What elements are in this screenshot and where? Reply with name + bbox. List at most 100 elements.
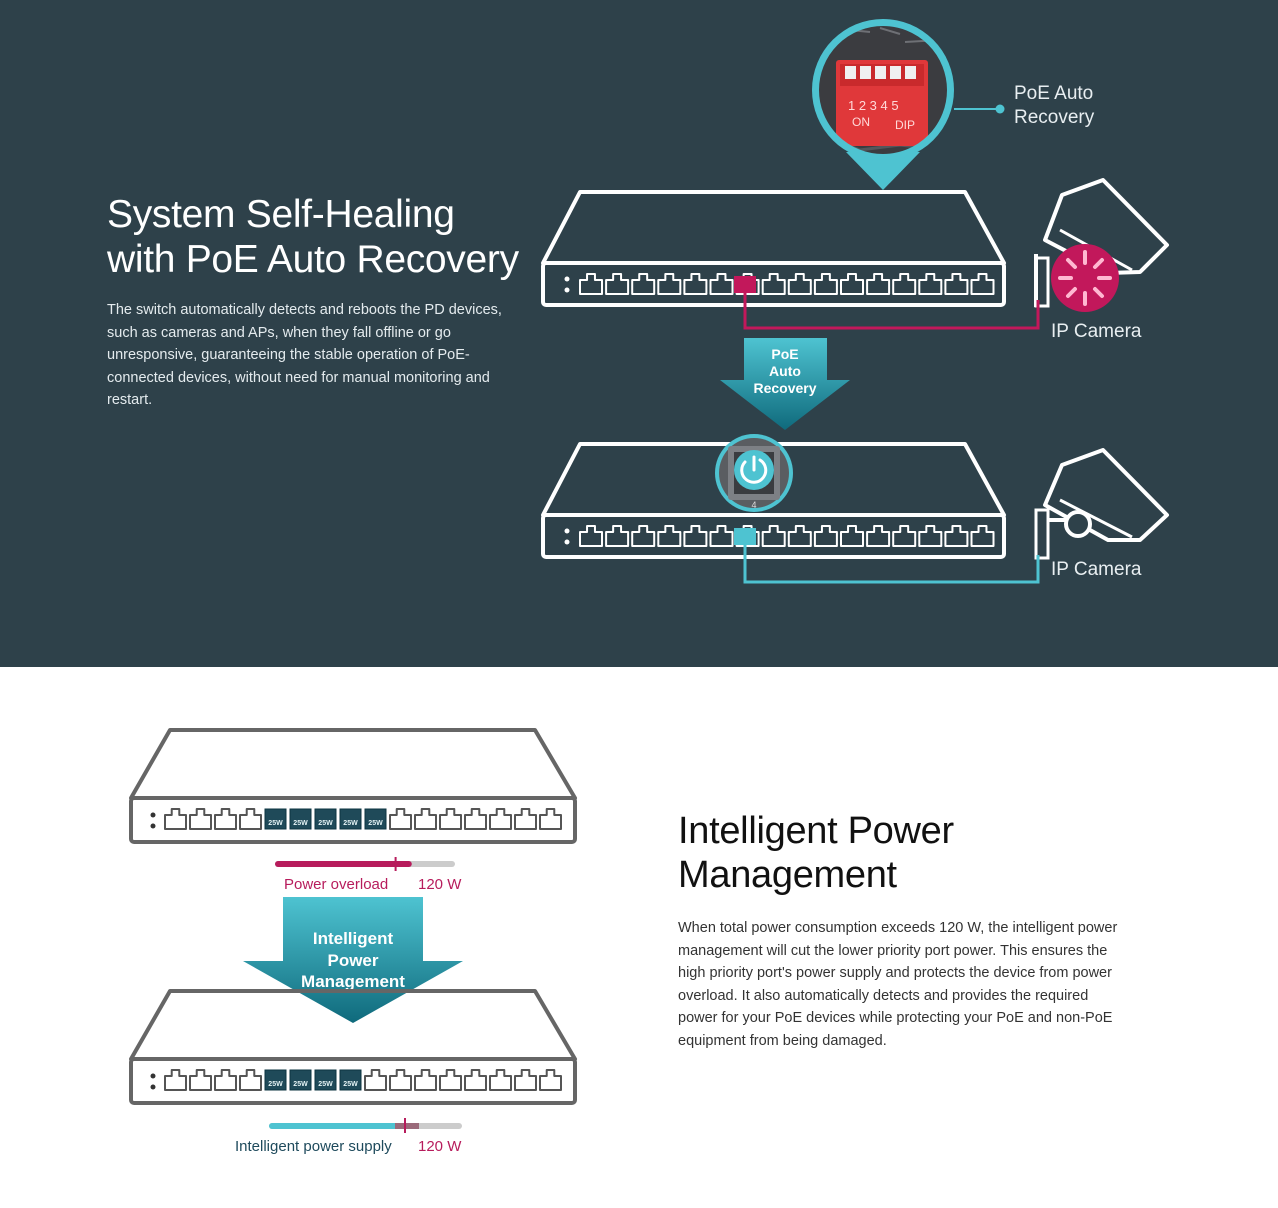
switch-port xyxy=(164,1069,187,1091)
poe-port-25w xyxy=(314,1069,337,1091)
arrow-line1: Intelligent xyxy=(313,929,394,948)
switch-port xyxy=(631,273,656,295)
switch-port xyxy=(892,525,917,547)
switch-port xyxy=(605,525,630,547)
poe-port-25w xyxy=(339,808,362,830)
arrow-line1: PoE xyxy=(771,346,798,362)
callout-dot xyxy=(995,104,1005,114)
dip-callout-line1: PoE Auto xyxy=(1014,83,1093,104)
switch-port xyxy=(709,525,734,547)
switch-port xyxy=(439,808,462,830)
ok-link xyxy=(743,545,1040,584)
dip-switch-magnifier: 1 2 3 4 5 ON DIP xyxy=(812,19,954,190)
power-restart-icon xyxy=(740,458,768,484)
switch-port xyxy=(918,525,943,547)
overload-value: 120 W xyxy=(418,876,462,893)
power-overload-bar xyxy=(275,857,455,871)
switch-port xyxy=(866,273,891,295)
switch-port xyxy=(389,808,412,830)
dip-numbers: 1 2 3 4 5 xyxy=(848,98,899,113)
switch-port xyxy=(514,808,537,830)
dip-dip-label: DIP xyxy=(895,118,915,132)
dip-callout-line2: Recovery xyxy=(1014,107,1095,128)
port-power-tag: 25W xyxy=(343,1081,358,1088)
switch-port xyxy=(539,808,562,830)
self-healing-title-line2: with PoE Auto Recovery xyxy=(107,238,519,281)
power-title-line2: Management xyxy=(678,854,897,896)
switch-port xyxy=(970,525,995,547)
switch-before xyxy=(541,190,1006,307)
switch-port xyxy=(840,273,864,295)
switch-port xyxy=(761,525,786,547)
switch-port xyxy=(840,525,864,547)
poe-port-25w xyxy=(289,1069,312,1091)
intelligent-power-arrow: Intelligent Power Management xyxy=(243,897,463,1023)
poe-port-25w xyxy=(364,808,387,830)
poe-port-25w xyxy=(264,808,287,830)
switch-ports xyxy=(579,525,995,547)
camera-label-top: IP Camera xyxy=(1051,321,1142,342)
switch-port xyxy=(389,1069,412,1091)
power-management-title: Intelligent Power Management xyxy=(678,809,954,897)
self-healing-section: System Self-Healing with PoE Auto Recove… xyxy=(0,0,1278,667)
arrow-line3: Management xyxy=(301,972,405,991)
switch-port xyxy=(539,1069,562,1091)
switch-port xyxy=(364,1069,387,1091)
port-number: 4 xyxy=(751,500,756,510)
port-power-tag: 25W xyxy=(318,1081,333,1088)
poe-port-25w xyxy=(289,808,312,830)
poe-auto-recovery-illustration: 1 2 3 4 5 ON DIP PoE Auto Recovery xyxy=(541,19,1169,584)
switch-port xyxy=(239,1069,262,1091)
poe-port-25w xyxy=(314,808,337,830)
power-title-line1: Intelligent Power xyxy=(678,810,954,852)
fault-link xyxy=(743,284,1040,330)
switch-port xyxy=(164,808,187,830)
switch-port xyxy=(657,273,682,295)
arrow-line3: Recovery xyxy=(753,380,816,396)
switch-port xyxy=(414,1069,437,1091)
ip-camera-online xyxy=(1034,448,1169,560)
switch-after xyxy=(541,442,1006,559)
switch-port xyxy=(918,273,943,295)
self-healing-title: System Self-Healing with PoE Auto Recove… xyxy=(107,192,519,282)
switch-port xyxy=(239,808,262,830)
switch-port xyxy=(464,808,487,830)
fault-port xyxy=(734,276,756,293)
switch-port xyxy=(813,525,838,547)
switch-port xyxy=(464,1069,487,1091)
switch-port xyxy=(579,273,603,295)
camera-label-bottom: IP Camera xyxy=(1051,559,1142,580)
switch-port xyxy=(631,525,656,547)
switch-port xyxy=(214,1069,237,1091)
port-power-tag: 25W xyxy=(293,820,308,827)
switch-port xyxy=(787,273,812,295)
switch-port xyxy=(787,525,812,547)
switch-port xyxy=(970,273,995,295)
switch-port xyxy=(189,1069,212,1091)
switch-port xyxy=(189,808,212,830)
port-recovery-magnifier: 4 xyxy=(715,434,793,512)
poe-auto-recovery-arrow: PoE Auto Recovery xyxy=(720,338,850,430)
dip-on-label: ON xyxy=(852,115,870,129)
self-healing-description: The switch automatically detects and reb… xyxy=(107,302,502,409)
switch-port xyxy=(514,1069,537,1091)
power-supply-bar xyxy=(269,1118,462,1133)
ok-port xyxy=(734,528,756,545)
switch-port xyxy=(892,273,917,295)
switch-port xyxy=(414,808,437,830)
switch-port xyxy=(683,525,708,547)
switch-port xyxy=(489,1069,512,1091)
supply-value: 120 W xyxy=(418,1138,462,1155)
arrow-line2: Power xyxy=(327,951,378,970)
port-power-tag: 25W xyxy=(318,820,333,827)
port-power-tag: 25W xyxy=(268,1081,283,1088)
arrow-line2: Auto xyxy=(769,363,801,379)
port-power-tag: 25W xyxy=(343,820,358,827)
switch-port xyxy=(489,808,512,830)
switch-port xyxy=(866,525,891,547)
